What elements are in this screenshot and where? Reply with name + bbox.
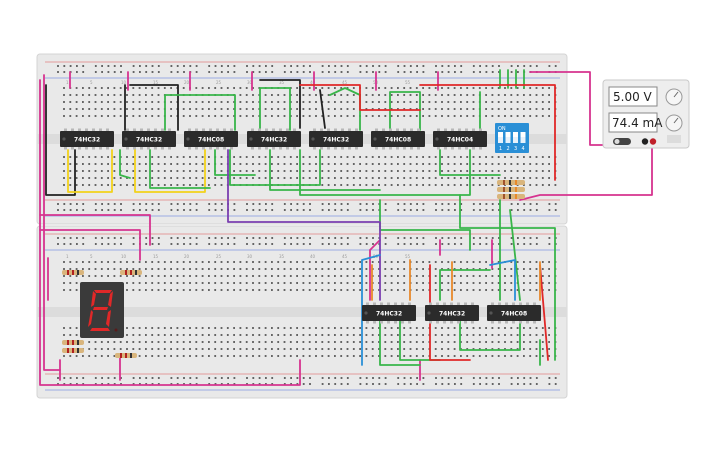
column-number: 40 [310, 80, 316, 85]
terminal-positive[interactable] [649, 138, 657, 145]
ic-label: 74HC08 [385, 137, 411, 144]
column-number: 20 [184, 254, 190, 259]
ic-label: 74HC32 [74, 137, 100, 144]
current-readout: 74.4 mA [612, 116, 663, 130]
column-number: 55 [405, 254, 411, 259]
ic-label: 74HC32 [439, 311, 465, 318]
column-number: 55 [405, 80, 411, 85]
column-number: 45 [342, 254, 348, 259]
resistors-display [62, 270, 142, 358]
column-number: 5 [90, 254, 93, 259]
dip-switch-position-label: 4 [522, 146, 525, 152]
column-number: 25 [216, 80, 222, 85]
dip-switch-key[interactable] [498, 132, 503, 143]
column-number: 1 [66, 80, 69, 85]
dip-switch-position-label: 1 [499, 146, 502, 152]
digit-glyph [88, 290, 113, 331]
ic-label: 74HC08 [501, 311, 527, 318]
ic-label: 74HC08 [198, 137, 224, 144]
voltage-knob[interactable] [665, 88, 683, 106]
column-number: 25 [216, 254, 222, 259]
dip-switch-key[interactable] [505, 132, 511, 143]
ic-chip[interactable]: 74HC32 [309, 128, 363, 150]
column-number: 10 [121, 80, 127, 85]
ic-label: 74HC04 [447, 137, 473, 144]
ic-chip[interactable]: 74HC32 [60, 128, 114, 150]
ic-chip[interactable]: 74HC32 [425, 302, 479, 324]
current-knob[interactable] [665, 114, 683, 132]
voltage-readout: 5.00 V [613, 90, 653, 104]
dip-switch-on-label: ON [498, 126, 506, 132]
column-number: 20 [184, 80, 190, 85]
ic-chip[interactable]: 74HC32 [247, 128, 301, 150]
ic-chip[interactable]: 74HC08 [371, 128, 425, 150]
ic-label: 74HC32 [136, 137, 162, 144]
dip-switch-position-label: 2 [507, 146, 510, 152]
dip-switch-key[interactable] [520, 132, 526, 143]
power-supply[interactable]: 5.00 V 74.4 mA [602, 79, 690, 149]
column-number: 45 [342, 80, 348, 85]
column-number: 10 [121, 254, 127, 259]
ic-label: 74HC32 [323, 137, 349, 144]
ic-chip[interactable]: 74HC32 [122, 128, 176, 150]
ic-chip[interactable]: 74HC32 [362, 302, 416, 324]
column-number: 35 [279, 80, 285, 85]
terminal-negative[interactable] [641, 138, 649, 145]
column-number: 15 [153, 80, 159, 85]
ic-chip[interactable]: 74HC08 [487, 302, 541, 324]
dip-switch-position-label: 3 [514, 146, 517, 152]
seven-segment-display[interactable] [80, 282, 124, 338]
ic-chip[interactable]: 74HC04 [433, 128, 487, 150]
column-number: 5 [90, 80, 93, 85]
column-number: 40 [310, 254, 316, 259]
column-number: 30 [247, 254, 253, 259]
ic-label: 74HC32 [376, 311, 402, 318]
ic-chip[interactable]: 74HC08 [184, 128, 238, 150]
wires [39, 69, 653, 386]
column-number: 30 [247, 80, 253, 85]
power-switch[interactable] [613, 138, 631, 145]
resistors-switch [497, 180, 525, 199]
column-number: 35 [279, 254, 285, 259]
power-rails [45, 61, 560, 391]
dip-switch-key[interactable] [513, 132, 518, 143]
column-number: 15 [153, 254, 159, 259]
ic-label: 74HC32 [261, 137, 287, 144]
column-number: 1 [66, 254, 69, 259]
